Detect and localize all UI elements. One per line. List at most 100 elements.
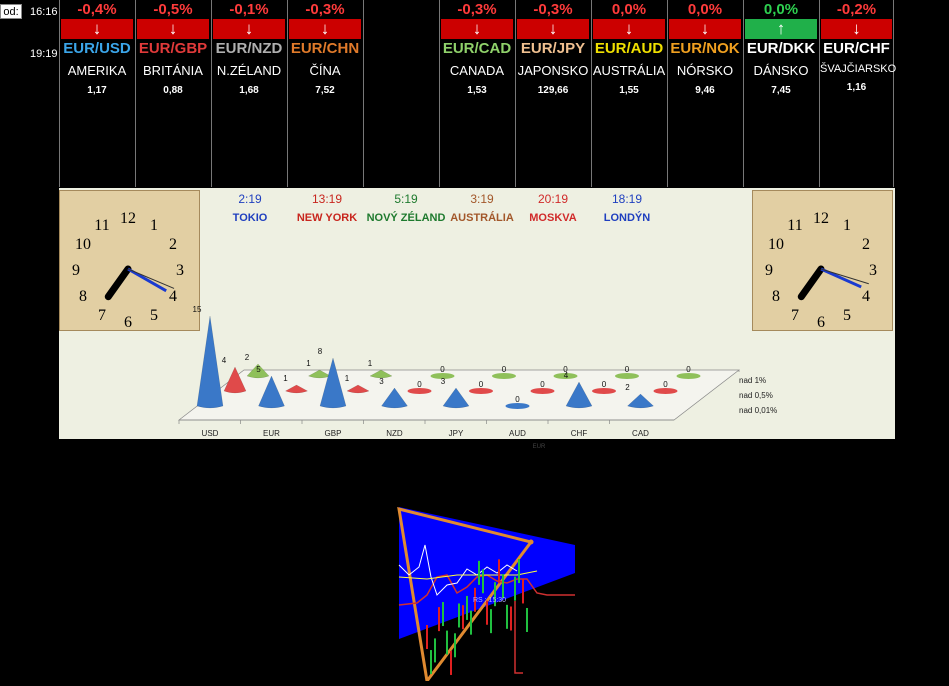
pair-symbol: EUR/CAD [442,40,512,57]
city-name: LONDÝN [603,212,651,224]
hour-hand [797,265,825,301]
clock-number: 9 [72,262,80,279]
pair-country: AMERIKA [67,63,127,78]
chart-cone [530,388,555,394]
data-label: 0 [602,380,607,389]
chart-cone [284,384,309,394]
data-label: 0 [540,380,545,389]
chart-cone [246,363,270,379]
minute-hand [127,267,167,293]
data-label: 8 [318,347,323,356]
chart-cone [196,315,224,409]
chart-cone [430,373,455,379]
chart-cone [553,373,578,379]
clock-number: 4 [862,288,870,305]
time-bottom: 19:19 [30,48,58,60]
average-line [398,570,538,580]
chart-cone [346,384,370,394]
arrow-down-icon: ↓ [137,19,209,39]
chart-cone [492,373,516,379]
clock-number: 9 [765,262,773,279]
pair-rate: 7,45 [771,85,791,96]
pair-country: AUSTRÁLIA [592,63,666,78]
pair-symbol: EUR/NZD [215,40,283,57]
city-name: MOSKVA [529,212,577,224]
pair-country: ČÍNA [309,63,341,78]
arrow-up-icon: ↑ [745,19,817,39]
data-label: 0 [686,365,691,374]
pair-rate: 1,55 [619,85,639,96]
clock-number: 1 [843,217,851,234]
data-label: 0 [417,380,422,389]
data-label: 0 [440,365,445,374]
x-axis-label: EUR [533,444,546,450]
hour-hand [104,265,132,301]
clock-number: 12 [120,210,136,227]
pair-country: CANADA [449,63,505,78]
clock-number: 1 [150,217,158,234]
clock-number: 10 [75,236,91,253]
chart-cone [592,388,616,394]
arrow-down-icon: ↓ [517,19,589,39]
chart-cone [505,403,530,409]
pair-column[interactable] [363,0,438,187]
chart-cone [369,369,393,379]
pair-symbol: EUR/CHF [823,40,890,57]
data-label: 0 [663,380,668,389]
pair-country: ŠVAJČIARSKO [820,63,897,75]
chart-cone [469,388,493,394]
clock-number: 5 [843,307,851,324]
clock-number: 10 [768,236,784,253]
chart-cone [319,357,347,409]
pair-change: -0,1% [229,1,269,18]
data-label: 2 [625,383,630,392]
data-label: 3 [441,377,446,386]
second-hand [127,268,175,289]
pair-change: 0,0% [763,1,799,18]
pair-change: -0,2% [836,1,877,18]
arrow-down-icon: ↓ [821,19,892,39]
pair-rate: 7,52 [315,85,335,96]
minute-hand [820,267,862,289]
pair-change: 0,0% [687,1,723,18]
clock-number: 6 [817,314,825,330]
series-label: nad 0,01% [739,406,777,415]
x-tick-label: GBP [325,429,342,438]
clock-number: 3 [176,262,184,279]
clock-number: 6 [124,314,132,330]
city-name: TOKIO [232,212,268,224]
clock-number: 2 [862,236,870,253]
clock-number: 2 [169,236,177,253]
clock-number: 5 [150,307,158,324]
series-label: nad 1% [739,376,766,385]
city-name: NOVÝ ZÉLAND [366,212,446,224]
x-tick-label: AUD [509,429,526,438]
clock-number: 4 [169,288,177,305]
pair-rate: 1,16 [846,82,867,93]
arrow-down-icon: ↓ [669,19,741,39]
x-tick-label: NZD [386,429,403,438]
arrow-down-icon: ↓ [213,19,285,39]
clock-number: 11 [94,217,109,234]
pair-symbol: EUR/NOK [670,40,740,57]
pair-column[interactable]: -0,2%↓EUR/CHF ŠVAJČIARSKO 1,16 [819,0,897,187]
arrow-down-icon: ↓ [289,19,361,39]
data-label: 3 [379,377,384,386]
price-chart-thumbnail[interactable]: RS : 15:30 [397,505,577,685]
data-label: 0 [502,365,507,374]
chart-cone [442,387,470,409]
data-label: 5 [256,365,261,374]
